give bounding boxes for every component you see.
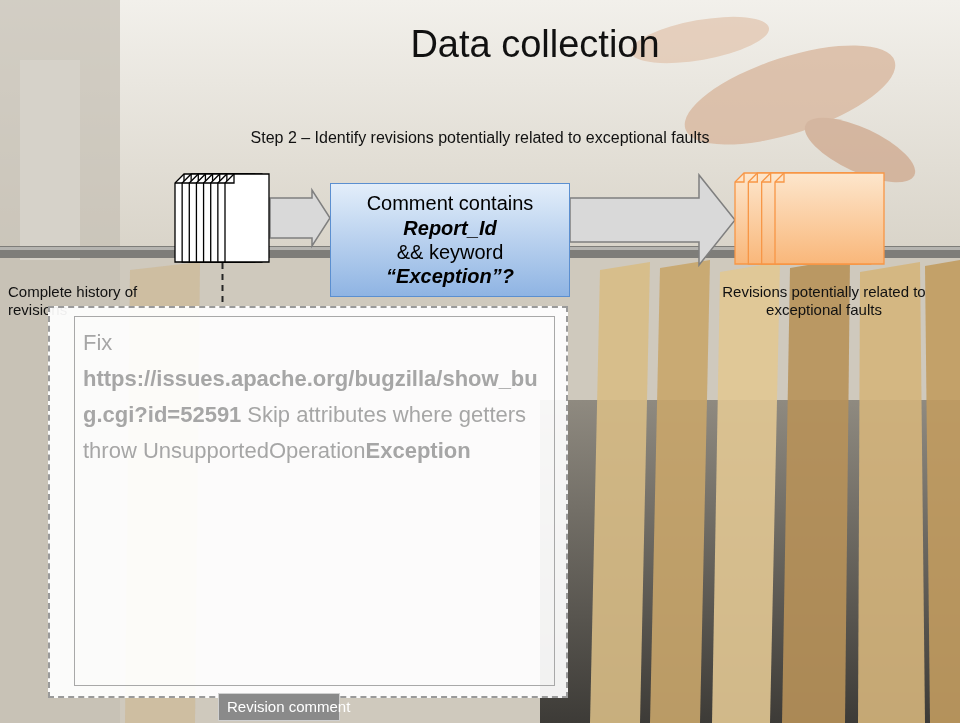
page-stack-icon <box>175 173 270 263</box>
comment-text: Fixhttps://issues.apache.org/bugzilla/sh… <box>83 325 546 469</box>
page-stack-icon <box>735 172 885 265</box>
comment-part: Exception <box>366 438 471 463</box>
filter-box: Comment containsReport_Id&& keyword“Exce… <box>330 183 570 297</box>
caption-tag: Revision comment <box>218 693 340 721</box>
stack-label: Revisions potentially related to excepti… <box>690 283 958 319</box>
step-subtitle: Step 2 – Identify revisions potentially … <box>130 128 830 148</box>
page-fold <box>762 173 771 182</box>
box-line: Comment contains <box>367 191 534 215</box>
box-line: Report_Id <box>367 216 534 240</box>
filtered-stack: Revisions potentially related to excepti… <box>735 172 885 265</box>
photo-hand <box>628 8 924 195</box>
box-line: && keyword <box>367 240 534 264</box>
comment-part: Fix <box>83 325 546 361</box>
page-fold <box>775 173 784 182</box>
page-sheet <box>775 173 884 264</box>
page-fold <box>748 173 757 182</box>
page-fold <box>225 174 234 183</box>
photo-shelf <box>20 60 80 260</box>
box-line: “Exception”? <box>367 264 534 288</box>
arrow-shape <box>270 190 330 246</box>
arrow-shape <box>570 175 735 265</box>
page-fold <box>735 173 744 182</box>
page-sheet <box>225 174 269 262</box>
comment-callout: Fixhttps://issues.apache.org/bugzilla/sh… <box>48 306 568 698</box>
block-arrow <box>570 175 735 265</box>
box-text: Comment containsReport_Id&& keyword“Exce… <box>367 191 534 289</box>
revision-stack: Complete history of revisions <box>175 173 270 263</box>
block-arrow <box>270 190 330 246</box>
dashed-leader <box>222 263 223 306</box>
tag-text: Revision comment <box>227 698 331 716</box>
comment-frame: Fixhttps://issues.apache.org/bugzilla/sh… <box>74 316 555 686</box>
slide-title: Data collection <box>300 22 770 68</box>
dashed-line <box>222 263 224 306</box>
